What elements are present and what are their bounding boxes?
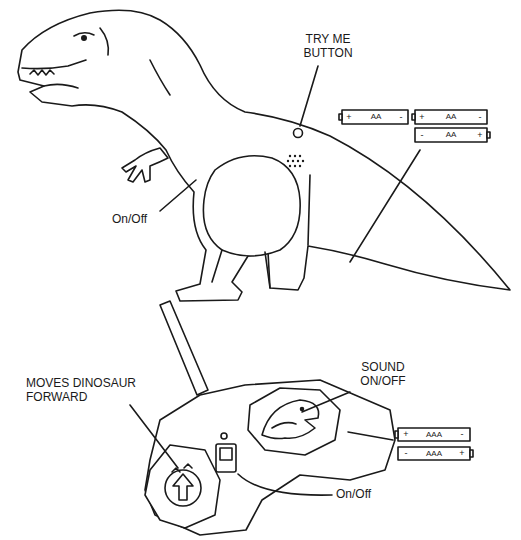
battery-sign: -: [400, 113, 403, 122]
aaa-batteries: [395, 428, 473, 460]
dinosaur-figure: [18, 10, 510, 301]
battery-sign: -: [461, 430, 464, 439]
battery-sign: -: [405, 449, 408, 458]
battery-sign: +: [477, 131, 482, 140]
callout-label: MOVES DINOSAUR FORWARD: [26, 376, 158, 405]
aa-batteries: [339, 110, 490, 142]
battery-type: AA: [446, 131, 457, 139]
battery-type: AAA: [426, 450, 442, 458]
battery-sign: +: [403, 430, 408, 439]
callout-label: On/Off: [112, 212, 147, 226]
callout-label: TRY ME BUTTON: [294, 32, 362, 61]
battery-type: AA: [371, 113, 382, 121]
remote-control: [145, 301, 395, 535]
battery-sign: -: [479, 113, 482, 122]
callout-label: SOUND ON/OFF: [352, 360, 414, 389]
callout-label: On/Off: [336, 487, 371, 501]
battery-sign: -: [421, 131, 424, 140]
leader-lines: [160, 66, 420, 262]
battery-sign: +: [346, 113, 351, 122]
battery-sign: +: [419, 113, 424, 122]
battery-type: AAA: [426, 431, 442, 439]
battery-sign: +: [459, 449, 464, 458]
battery-type: AA: [446, 113, 457, 121]
leader-lines: [130, 392, 393, 495]
